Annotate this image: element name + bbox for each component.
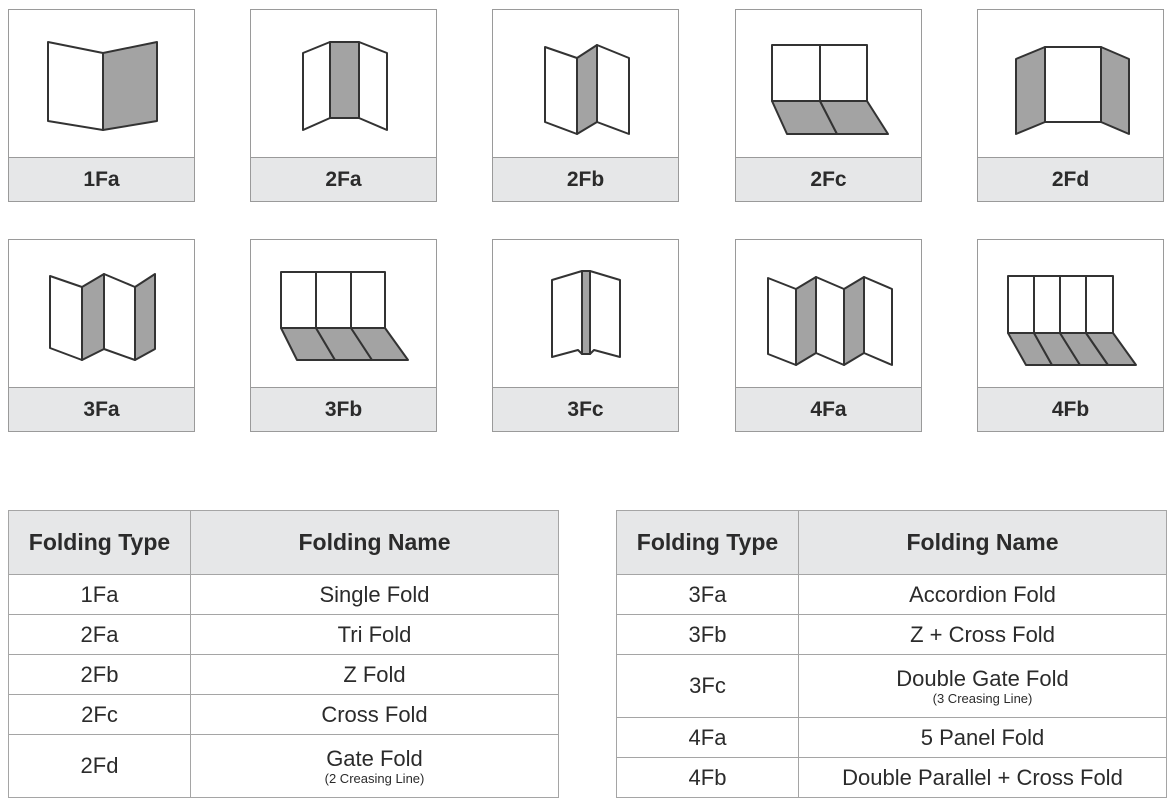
fold-code-label: 1Fa	[9, 157, 194, 201]
cell-name: Double Gate Fold (3 Creasing Line)	[798, 654, 1167, 718]
folding-table-left: Folding Type Folding Name 1Fa Single Fol…	[8, 510, 559, 798]
fold-card-2fb: 2Fb	[492, 9, 679, 202]
column-header-name: Folding Name	[798, 510, 1167, 575]
table-row: 2Fd Gate Fold (2 Creasing Line)	[8, 734, 559, 798]
table-row: 4Fa 5 Panel Fold	[616, 717, 1167, 758]
fold-note: (2 Creasing Line)	[324, 770, 425, 786]
fold-code-label: 2Fc	[736, 157, 921, 201]
fold-code-label: 3Fa	[9, 387, 194, 431]
fold-card-2fc: 2Fc	[735, 9, 922, 202]
fold-card-4fb: 4Fb	[977, 239, 1164, 432]
cell-type: 2Fb	[8, 654, 191, 695]
five-panel-fold-icon	[736, 240, 921, 389]
column-header-type: Folding Type	[8, 510, 191, 575]
cell-type: 4Fb	[616, 757, 799, 798]
table-row: 4Fb Double Parallel + Cross Fold	[616, 757, 1167, 798]
fold-card-3fb: 3Fb	[250, 239, 437, 432]
cell-name: Z Fold	[190, 654, 559, 695]
cell-name: Tri Fold	[190, 614, 559, 655]
cell-name: Accordion Fold	[798, 574, 1167, 615]
column-header-name: Folding Name	[190, 510, 559, 575]
cell-type: 4Fa	[616, 717, 799, 758]
fold-code-label: 4Fb	[978, 387, 1163, 431]
table-row: 1Fa Single Fold	[8, 574, 559, 615]
cell-name: Double Parallel + Cross Fold	[798, 757, 1167, 798]
fold-card-3fa: 3Fa	[8, 239, 195, 432]
table-row: 3Fb Z + Cross Fold	[616, 614, 1167, 655]
z-cross-fold-icon	[251, 240, 436, 389]
fold-note: (3 Creasing Line)	[932, 690, 1033, 706]
fold-code-label: 4Fa	[736, 387, 921, 431]
table-row: 3Fa Accordion Fold	[616, 574, 1167, 615]
folding-table-right: Folding Type Folding Name 3Fa Accordion …	[616, 510, 1167, 798]
fold-name: Double Gate Fold	[896, 665, 1069, 691]
z-fold-icon	[493, 10, 678, 159]
cell-type: 2Fc	[8, 694, 191, 735]
cell-name: Gate Fold (2 Creasing Line)	[190, 734, 559, 798]
cell-type: 1Fa	[8, 574, 191, 615]
table-row: 2Fb Z Fold	[8, 654, 559, 695]
cell-type: 3Fa	[616, 574, 799, 615]
cell-name: Single Fold	[190, 574, 559, 615]
cell-name: 5 Panel Fold	[798, 717, 1167, 758]
cell-type: 3Fb	[616, 614, 799, 655]
single-fold-icon	[9, 10, 194, 159]
fold-code-label: 3Fc	[493, 387, 678, 431]
fold-code-label: 2Fb	[493, 157, 678, 201]
fold-card-4fa: 4Fa	[735, 239, 922, 432]
double-gate-fold-icon	[493, 240, 678, 389]
tri-fold-icon	[251, 10, 436, 159]
table-row: 2Fa Tri Fold	[8, 614, 559, 655]
fold-card-2fd: 2Fd	[977, 9, 1164, 202]
table-header-row: Folding Type Folding Name	[616, 510, 1167, 575]
gate-fold-icon	[978, 10, 1163, 159]
cell-type: 2Fd	[8, 734, 191, 798]
table-row: 2Fc Cross Fold	[8, 694, 559, 735]
fold-card-3fc: 3Fc	[492, 239, 679, 432]
table-row: 3Fc Double Gate Fold (3 Creasing Line)	[616, 654, 1167, 718]
cell-type: 2Fa	[8, 614, 191, 655]
cross-fold-icon	[736, 10, 921, 159]
column-header-type: Folding Type	[616, 510, 799, 575]
fold-code-label: 2Fd	[978, 157, 1163, 201]
cell-type: 3Fc	[616, 654, 799, 718]
table-header-row: Folding Type Folding Name	[8, 510, 559, 575]
cell-name: Z + Cross Fold	[798, 614, 1167, 655]
fold-code-label: 2Fa	[251, 157, 436, 201]
fold-code-label: 3Fb	[251, 387, 436, 431]
fold-name: Gate Fold	[326, 745, 423, 771]
double-parallel-cross-fold-icon	[978, 240, 1163, 389]
accordion-fold-icon	[9, 240, 194, 389]
fold-card-2fa: 2Fa	[250, 9, 437, 202]
fold-card-1fa: 1Fa	[8, 9, 195, 202]
cell-name: Cross Fold	[190, 694, 559, 735]
